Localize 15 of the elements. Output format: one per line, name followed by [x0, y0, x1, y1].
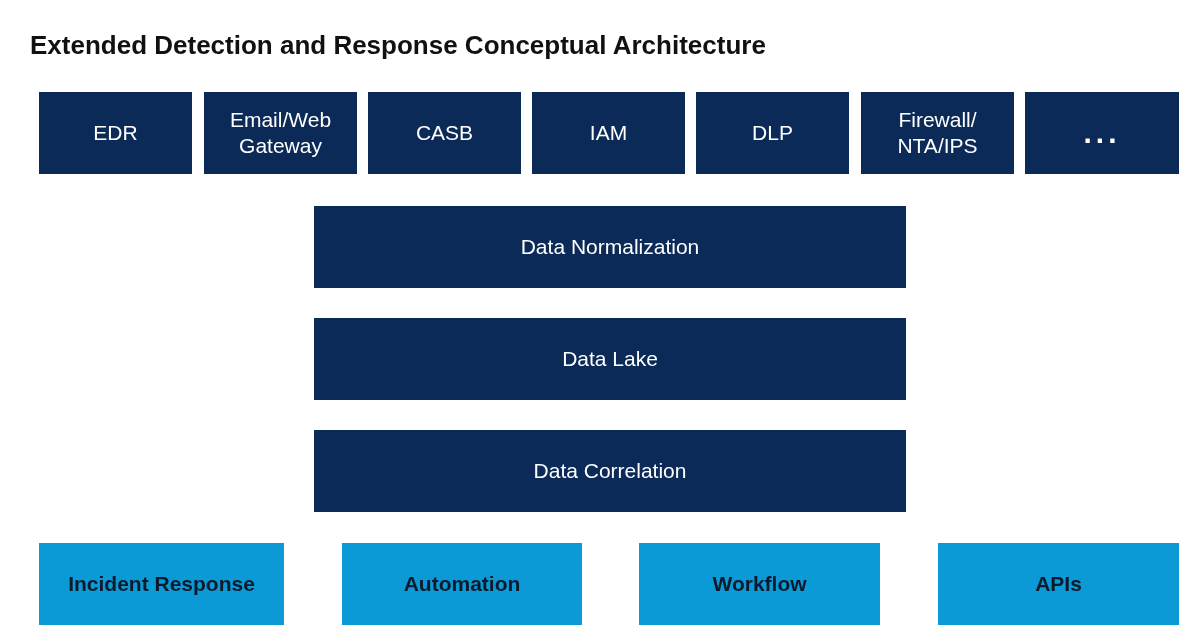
- output-box: Workflow: [639, 543, 880, 625]
- output-box: Incident Response: [39, 543, 284, 625]
- source-box: DLP: [696, 92, 849, 174]
- output-box: Automation: [342, 543, 582, 625]
- source-box: Firewall/ NTA/IPS: [861, 92, 1014, 174]
- layer-band: Data Correlation: [314, 430, 906, 512]
- source-box: Email/Web Gateway: [204, 92, 357, 174]
- layer-band: Data Lake: [314, 318, 906, 400]
- output-box: APIs: [938, 543, 1179, 625]
- layer-band: Data Normalization: [314, 206, 906, 288]
- diagram-title: Extended Detection and Response Conceptual Architecture: [30, 30, 766, 61]
- source-box: IAM: [532, 92, 685, 174]
- source-box: CASB: [368, 92, 521, 174]
- source-box: EDR: [39, 92, 192, 174]
- source-box: ...: [1025, 92, 1179, 174]
